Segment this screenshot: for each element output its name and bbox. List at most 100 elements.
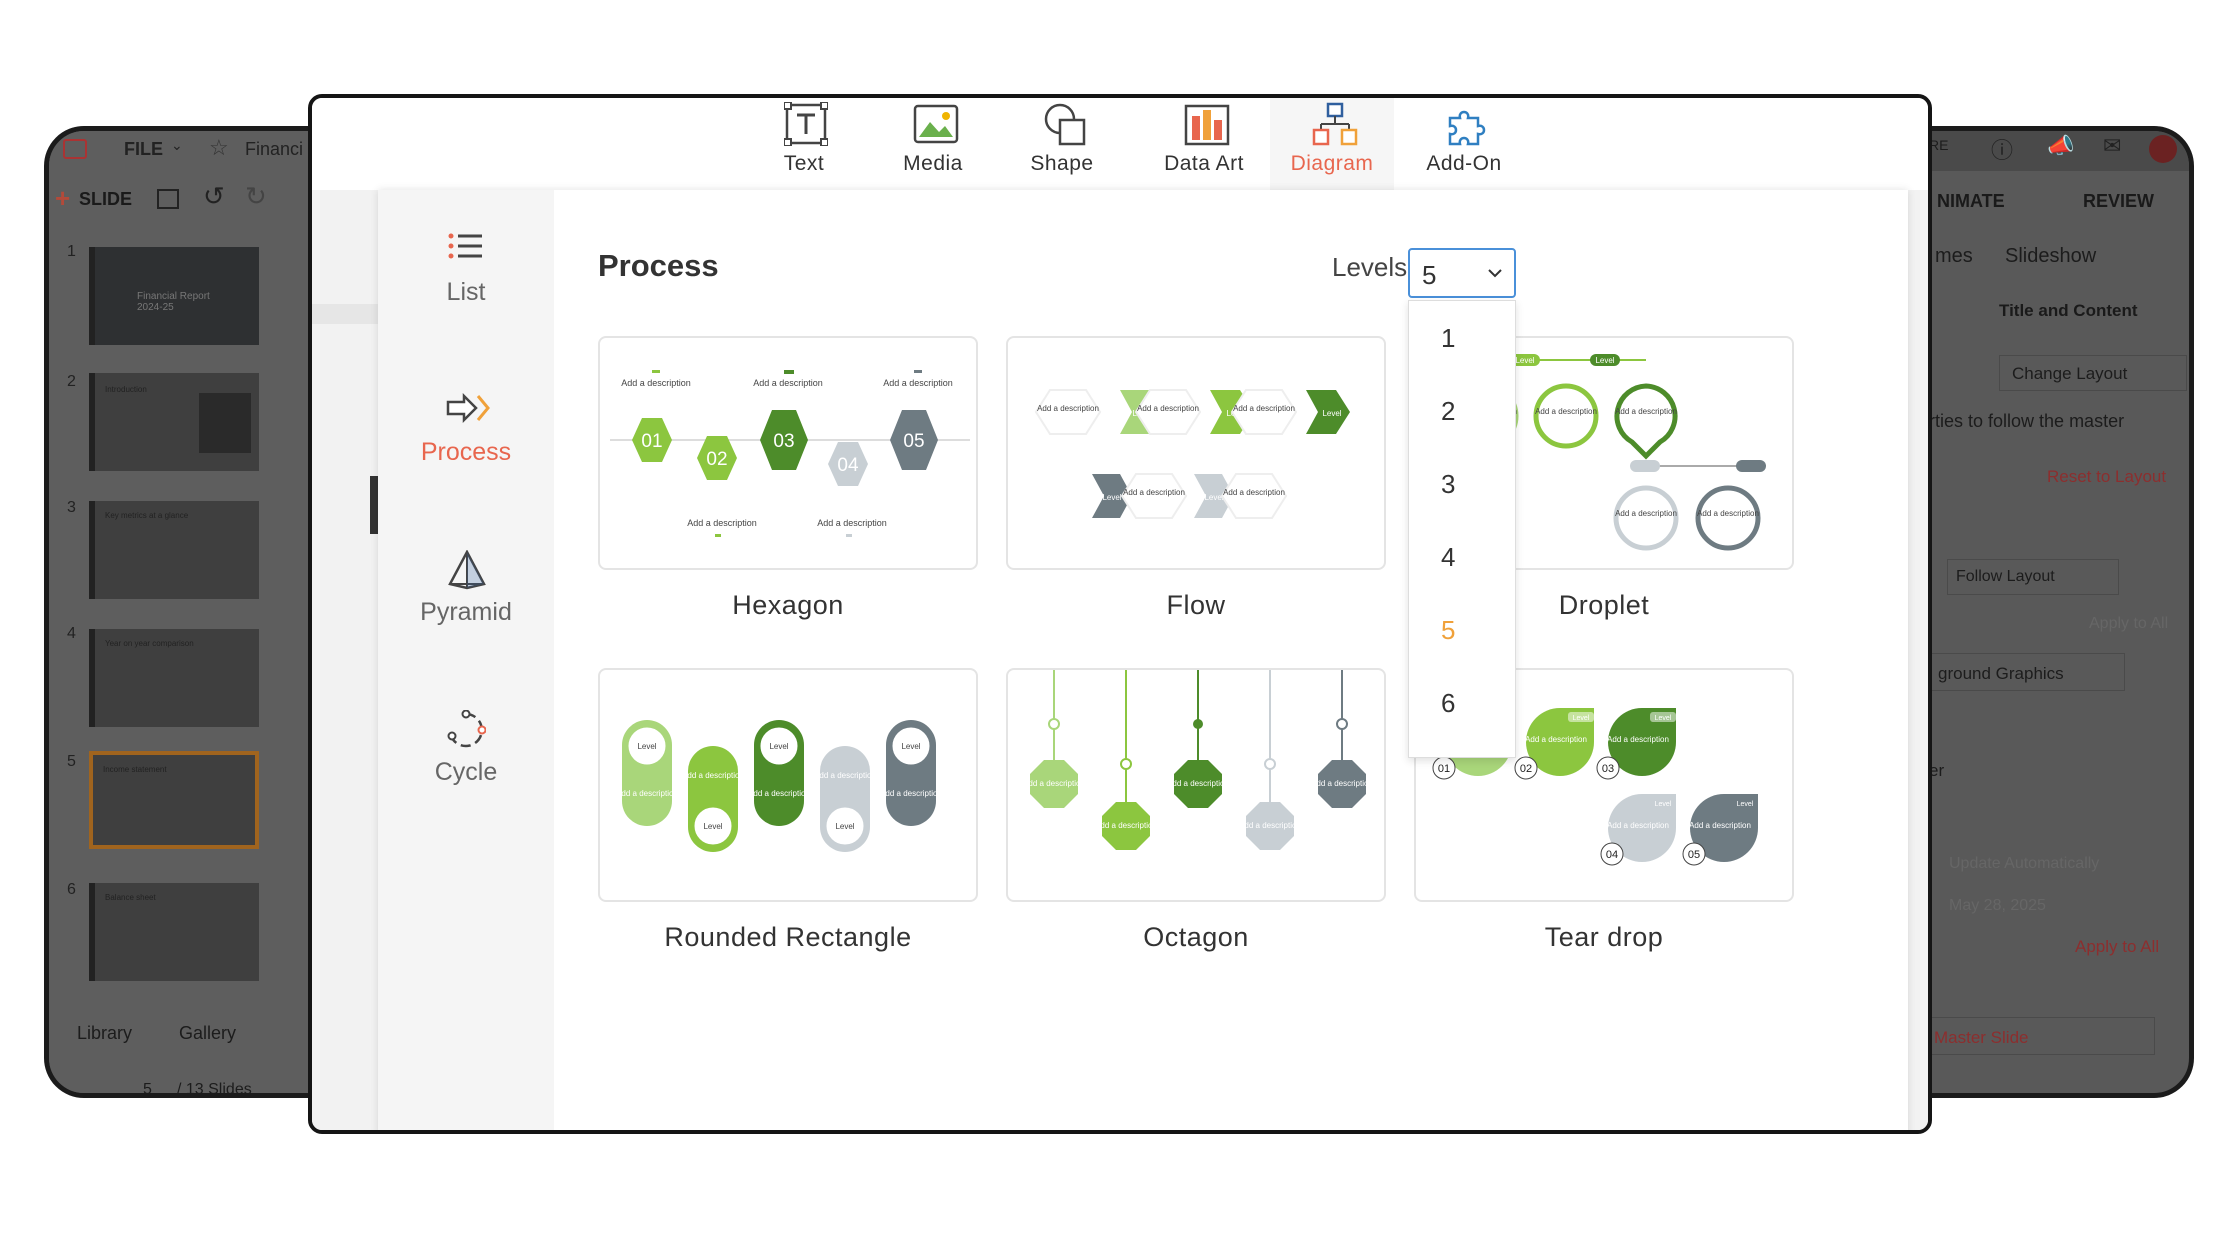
- slide-counter[interactable]: 5: [143, 1081, 152, 1098]
- list-icon: [448, 233, 482, 259]
- file-menu[interactable]: FILE: [124, 139, 163, 159]
- slide-number: 4: [67, 625, 76, 642]
- layout-name: Title and Content: [1999, 301, 2138, 320]
- levels-option-selected[interactable]: 5: [1441, 615, 1456, 645]
- category-pyramid[interactable]: Pyramid: [378, 550, 554, 660]
- droplet-level: Level: [1515, 356, 1534, 365]
- thumb-image: [199, 393, 251, 453]
- tool-label: Add-On: [1426, 152, 1502, 175]
- date-field[interactable]: May 28, 2025: [1949, 897, 2046, 914]
- levels-selected-value: 5: [1422, 260, 1437, 290]
- process-arrow-icon: [446, 392, 490, 424]
- library-tab[interactable]: Library: [77, 1023, 133, 1043]
- diagram-label: Flow: [1166, 590, 1226, 620]
- rr-desc: Add a description: [616, 789, 678, 798]
- tool-label: Diagram: [1290, 152, 1374, 175]
- apply-to-all-link[interactable]: Apply to All: [2075, 937, 2160, 956]
- hex-number: 04: [837, 455, 859, 476]
- diagram-label: Hexagon: [732, 590, 844, 620]
- info-icon[interactable]: ⓘ: [1991, 138, 2014, 163]
- data-art-icon: [1184, 104, 1230, 146]
- levels-option[interactable]: 2: [1441, 396, 1456, 426]
- category-process[interactable]: Process: [378, 390, 554, 500]
- octagon-diagram-preview: Add a description Add a description Add …: [1023, 670, 1373, 850]
- section-title: Process: [598, 248, 719, 283]
- levels-option[interactable]: 1: [1441, 323, 1456, 353]
- slide-thumbnail-6[interactable]: Balance sheet: [89, 883, 259, 981]
- follow-layout-select[interactable]: Follow Layout: [1947, 559, 2119, 595]
- background-graphics-field[interactable]: ground Graphics: [1929, 653, 2125, 691]
- tool-text[interactable]: Text: [744, 98, 864, 190]
- rr-level: Level: [703, 822, 722, 831]
- slide-thumbnail-2[interactable]: Introduction: [89, 373, 259, 471]
- tool-diagram[interactable]: Diagram: [1270, 98, 1394, 190]
- category-cycle[interactable]: Cycle: [378, 710, 554, 820]
- droplet-desc: Add a description: [1615, 407, 1677, 416]
- gallery-tab[interactable]: Gallery: [179, 1023, 237, 1043]
- slide-thumbnail-5[interactable]: Income statement: [89, 751, 259, 849]
- flow-desc: Add a description: [1233, 404, 1295, 413]
- diagram-label: Droplet: [1558, 590, 1650, 620]
- undo-icon[interactable]: ↺: [203, 181, 225, 211]
- change-layout-button[interactable]: Change Layout: [1999, 355, 2187, 391]
- category-label: List: [446, 278, 486, 306]
- subtab-themes[interactable]: mes: [1935, 245, 1973, 267]
- tool-data-art[interactable]: Data Art: [1144, 98, 1264, 190]
- td-desc: Add a description: [1525, 735, 1587, 744]
- diagram-card-hexagon[interactable]: 01 02 03 04 05 Add a description Add a d…: [598, 336, 978, 570]
- slide-thumbnail-3[interactable]: Key metrics at a glance: [89, 501, 259, 599]
- category-list[interactable]: List: [378, 230, 554, 340]
- hex-number: 05: [903, 431, 924, 452]
- layout-icon[interactable]: [157, 189, 179, 209]
- levels-option[interactable]: 4: [1441, 542, 1456, 572]
- tool-label: Text: [783, 152, 825, 175]
- megaphone-icon[interactable]: 📣: [2047, 133, 2075, 158]
- redo-icon[interactable]: ↻: [245, 181, 267, 211]
- slide-thumbnail-1[interactable]: Financial Report 2024-25: [89, 247, 259, 345]
- slide-thumbnail-4[interactable]: Year on year comparison: [89, 629, 259, 727]
- star-icon[interactable]: ☆: [209, 135, 229, 160]
- chevron-down-icon: ⌄: [171, 137, 183, 153]
- flow-level: Level: [1102, 493, 1121, 502]
- flow-diagram-preview: Add a description Level Add a descriptio…: [1034, 389, 1350, 519]
- diagram-label: Tear drop: [1544, 922, 1664, 952]
- puzzle-icon: [1448, 110, 1486, 146]
- insert-dialog: Text Media Shape Data Art: [308, 94, 1932, 1134]
- rr-desc: Add a description: [880, 789, 942, 798]
- tool-media[interactable]: Media: [873, 98, 993, 190]
- droplet-desc: Add a description: [1697, 509, 1759, 518]
- diagram-card-octagon[interactable]: Add a description Add a description Add …: [1006, 668, 1386, 902]
- diagram-card-flow[interactable]: Add a description Level Add a descriptio…: [1006, 336, 1386, 570]
- tool-add-on[interactable]: Add-On: [1404, 98, 1524, 190]
- avatar[interactable]: [2149, 135, 2177, 163]
- hex-desc: Add a description: [621, 378, 691, 388]
- text-icon: [784, 102, 828, 146]
- subtab-slideshow[interactable]: Slideshow: [2005, 245, 2097, 267]
- thumb-title: Introduction: [105, 385, 147, 394]
- reset-to-layout-link[interactable]: Reset to Layout: [2047, 467, 2167, 486]
- editor-canvas-edge: [312, 304, 380, 324]
- mail-icon[interactable]: ✉: [2103, 133, 2122, 158]
- tool-shape[interactable]: Shape: [1002, 98, 1122, 190]
- cycle-icon: [447, 710, 486, 748]
- tab-animate[interactable]: NIMATE: [1937, 191, 2005, 211]
- tab-review[interactable]: REVIEW: [2083, 191, 2155, 211]
- diagram-icon: [1312, 102, 1358, 146]
- levels-option[interactable]: 3: [1441, 469, 1456, 499]
- diagram-gallery-panel: List Process Pyramid: [378, 190, 1908, 1130]
- slide-number: 3: [67, 499, 76, 516]
- editor-backdrop-left: [312, 190, 380, 1130]
- category-label: Process: [420, 438, 512, 466]
- levels-select[interactable]: 5: [1408, 248, 1516, 298]
- document-title[interactable]: Financi: [245, 139, 304, 159]
- td-level: Level: [1655, 801, 1672, 808]
- chevron-down-icon: [1488, 269, 1502, 278]
- levels-option[interactable]: 6: [1441, 688, 1456, 718]
- diagram-card-rounded-rectangle[interactable]: Level Add a description Level Add a desc…: [598, 668, 978, 902]
- rr-desc: Add a description: [814, 771, 876, 780]
- new-slide-button[interactable]: SLIDE: [79, 189, 133, 209]
- master-slide-button[interactable]: Master Slide: [1929, 1017, 2155, 1055]
- hex-desc: Add a description: [883, 378, 953, 388]
- category-nav: List Process Pyramid: [378, 190, 554, 1130]
- update-auto-option[interactable]: Update Automatically: [1949, 855, 2100, 872]
